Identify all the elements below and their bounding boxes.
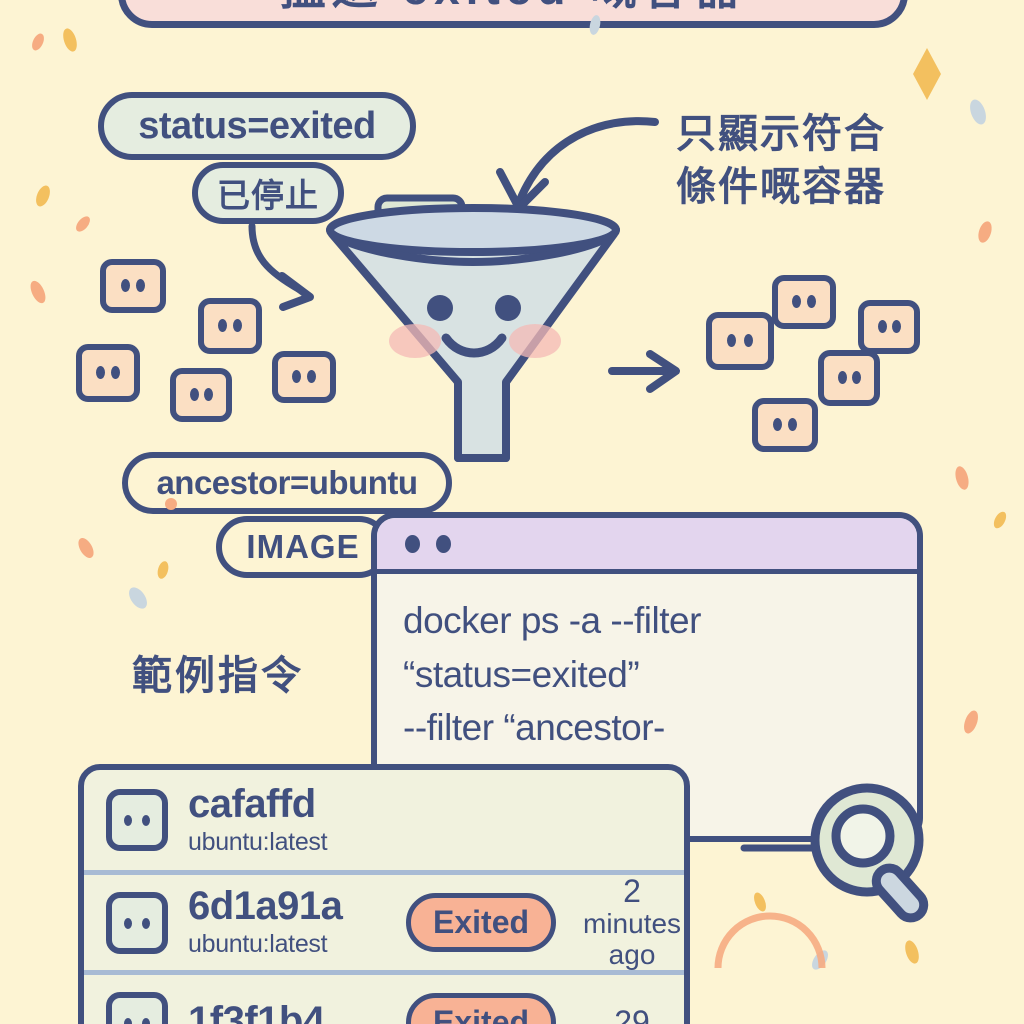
filter-pill-image[interactable]: IMAGE (216, 516, 390, 578)
container-eye-right (142, 1017, 150, 1024)
container-box-icon (76, 344, 140, 402)
container-box-icon (818, 350, 880, 406)
filter-pill-status[interactable]: status=exited (98, 92, 416, 160)
container-box-icon (106, 891, 168, 954)
container-box-icon (106, 789, 168, 851)
container-image: ubuntu:latest (188, 827, 328, 856)
table-row[interactable]: 1f3f1b4 Exited 29 (84, 970, 684, 1024)
container-eye-right (232, 319, 242, 332)
container-eye-right (743, 334, 753, 347)
container-id: cafaffd (188, 781, 316, 826)
container-box-icon (100, 259, 166, 313)
filter-pill-image-label: IMAGE (246, 528, 360, 565)
container-eye-right (136, 279, 146, 292)
container-eye-left (792, 295, 802, 308)
container-eye-left (124, 815, 132, 826)
filter-pill-ancestor[interactable]: ancestor=ubuntu (122, 452, 452, 514)
container-eye-right (306, 370, 316, 383)
container-id: 6d1a91a (188, 884, 343, 928)
table-row[interactable]: 6d1a91a ubuntu:latest Exited 2 minutes a… (84, 870, 684, 970)
window-dot-icon[interactable] (436, 534, 451, 553)
container-box-icon (272, 351, 336, 403)
container-box-icon (706, 312, 774, 370)
container-box-icon (752, 398, 818, 452)
filter-pill-status-cn-label: 已停止 (217, 177, 319, 214)
container-eye-left (727, 334, 737, 347)
container-box-icon (858, 300, 920, 354)
container-eye-left (124, 917, 132, 929)
container-eye-left (877, 320, 887, 333)
container-time-number: 29 (614, 1003, 650, 1024)
container-box-icon (772, 275, 836, 329)
filter-pill-status-cn[interactable]: 已停止 (192, 162, 344, 224)
container-eye-left (837, 371, 847, 384)
container-eye-right (851, 371, 861, 384)
container-list: cafaffd ubuntu:latest 6d1a91a ubuntu:lat… (78, 764, 690, 1024)
container-eye-left (189, 388, 199, 401)
container-eye-right (788, 418, 798, 431)
container-eye-right (203, 388, 213, 401)
container-image: ubuntu:latest (188, 930, 328, 958)
container-eye-left (292, 370, 302, 383)
title-banner: 搵返 exited 嘅容器 (118, 0, 908, 28)
container-box-icon (198, 298, 262, 354)
container-eye-right (806, 295, 816, 308)
container-time-unit: minutes ago (583, 908, 682, 971)
container-eye-left (120, 279, 130, 292)
filter-pill-ancestor-label: ancestor=ubuntu (156, 464, 418, 501)
container-eye-left (96, 366, 106, 379)
container-eye-right (891, 320, 901, 333)
container-time: 2 minutes ago (572, 873, 684, 971)
row-identity: cafaffd ubuntu:latest (188, 784, 406, 857)
right-annotation-text: 只顯示符合 條件嘅容器 (676, 112, 886, 209)
row-identity: 1f3f1b4 (188, 1001, 406, 1024)
page-title: 搵返 exited 嘅容器 (280, 0, 747, 11)
container-time: 29 (572, 1003, 684, 1024)
row-identity: 6d1a91a ubuntu:latest (188, 886, 406, 959)
container-time-number: 2 (623, 873, 641, 910)
container-eye-left (218, 319, 228, 332)
container-eye-right (142, 917, 150, 929)
table-row[interactable]: cafaffd ubuntu:latest (84, 770, 684, 870)
funnel-icon (326, 194, 620, 462)
container-eye-right (110, 366, 120, 379)
example-command-label: 範例指令 (132, 654, 304, 698)
container-box-icon (106, 991, 168, 1024)
magnifier-icon (810, 783, 929, 923)
container-eye-right (142, 815, 150, 826)
container-eye-left (124, 1017, 132, 1024)
terminal-titlebar (377, 518, 917, 574)
container-eye-left (772, 418, 782, 431)
filter-pill-status-label: status=exited (138, 104, 376, 147)
container-box-icon (170, 368, 232, 422)
window-dot-icon[interactable] (405, 534, 420, 553)
status-badge: Exited (406, 893, 557, 952)
container-id: 1f3f1b4 (188, 998, 325, 1024)
